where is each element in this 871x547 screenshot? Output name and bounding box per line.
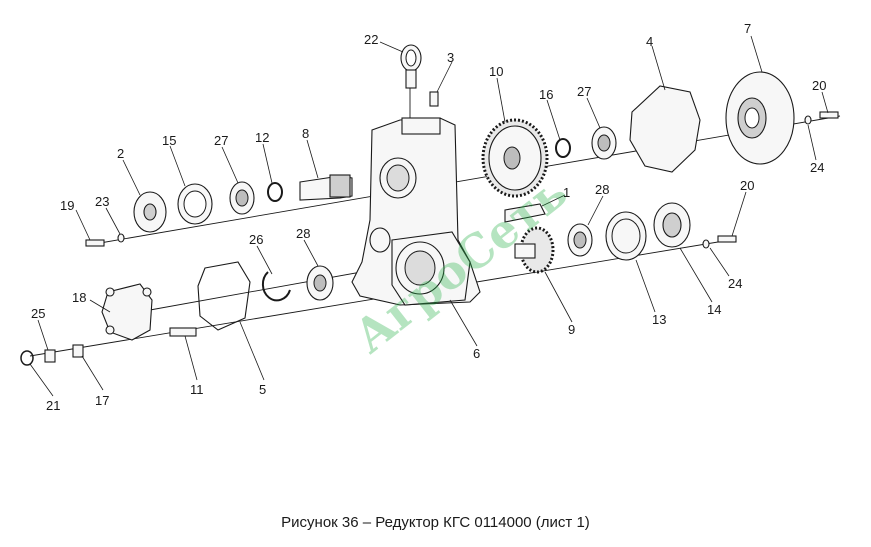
callout-9: 9 — [568, 322, 575, 337]
callout-27-left: 27 — [214, 133, 228, 148]
callout-5: 5 — [259, 382, 266, 397]
part-gasket-13 — [605, 211, 647, 261]
part-bearing-27-right — [591, 126, 617, 160]
part-cover-7 — [725, 71, 795, 165]
callout-23: 23 — [95, 194, 109, 209]
callout-14: 14 — [707, 302, 721, 317]
callout-8: 8 — [302, 126, 309, 141]
callout-2: 2 — [117, 146, 124, 161]
callout-15: 15 — [162, 133, 176, 148]
part-large-gear — [481, 118, 549, 198]
part-nut-25 — [44, 349, 56, 363]
part-bearing-27-left — [229, 181, 255, 215]
callout-20-top: 20 — [812, 78, 826, 93]
part-pinion-9 — [514, 226, 555, 274]
figure-caption: Рисунок 36 – Редуктор КГС 0114000 (лист … — [281, 514, 590, 531]
part-plug — [429, 91, 439, 107]
callout-17: 17 — [95, 393, 109, 408]
callout-4: 4 — [646, 34, 653, 49]
callout-16: 16 — [539, 87, 553, 102]
callout-19: 19 — [60, 198, 74, 213]
part-shaft-8 — [299, 174, 353, 201]
callout-20-bottom: 20 — [740, 178, 754, 193]
callout-1: 1 — [563, 185, 570, 200]
part-flange-2 — [133, 191, 167, 233]
callout-3: 3 — [447, 50, 454, 65]
callout-6: 6 — [473, 346, 480, 361]
leader-lines — [29, 35, 829, 397]
part-housing — [351, 117, 481, 306]
part-cover-14 — [653, 202, 691, 248]
callout-7: 7 — [744, 21, 751, 36]
callout-18: 18 — [72, 290, 86, 305]
callout-24-bottom: 24 — [728, 276, 742, 291]
callout-25: 25 — [31, 306, 45, 321]
part-bolt-20-bottom — [702, 235, 737, 249]
part-washer-23 — [117, 233, 125, 243]
part-bolt-19 — [85, 239, 105, 247]
callout-28-right: 28 — [595, 182, 609, 197]
callout-11: 11 — [190, 382, 204, 397]
part-ring-12 — [267, 182, 283, 202]
part-eyebolt — [400, 44, 422, 89]
part-plate-18 — [101, 283, 153, 341]
part-shaft-1 — [504, 203, 546, 223]
callout-13: 13 — [652, 312, 666, 327]
callout-28-left: 28 — [296, 226, 310, 241]
callout-26: 26 — [249, 232, 263, 247]
part-ring-26 — [261, 271, 291, 302]
callout-21: 21 — [46, 398, 60, 413]
part-pin-11 — [169, 327, 197, 337]
callout-12: 12 — [255, 130, 269, 145]
callout-22: 22 — [364, 32, 378, 47]
part-gasket-15 — [177, 183, 213, 225]
part-gasket-5 — [197, 261, 251, 331]
part-gasket-4 — [629, 85, 701, 173]
callout-27-right: 27 — [577, 84, 591, 99]
part-ring-16 — [555, 138, 571, 158]
callout-numbers: 22 3 10 16 27 4 7 20 24 2 15 27 12 8 19 … — [31, 21, 826, 413]
part-ring-21 — [20, 350, 34, 366]
part-nut-17 — [72, 344, 84, 358]
part-bearing-28-right — [567, 223, 593, 257]
part-bearing-28-left — [306, 265, 334, 301]
callout-10: 10 — [489, 64, 503, 79]
part-bolt-20-top — [804, 111, 839, 125]
callout-24-top: 24 — [810, 160, 824, 175]
